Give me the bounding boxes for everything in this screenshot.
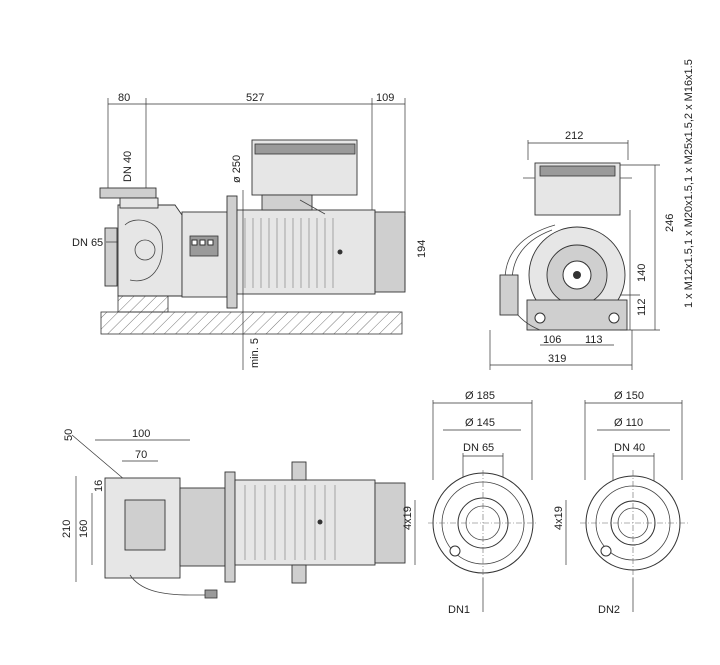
dn1-holes-dim: 4x19 [402, 506, 414, 530]
dim-100: 100 [132, 428, 150, 440]
dn1-bolt-circle-dim: Ø 145 [465, 417, 495, 429]
dn1-label: DN1 [448, 604, 470, 616]
dim-min-5: min. 5 [249, 338, 261, 368]
flange-dn2: Ø 150 Ø 110 DN 40 4x19 DN2 [553, 390, 688, 616]
motor-flange [226, 195, 238, 309]
base-plate [100, 311, 403, 335]
dn2-label: DN2 [598, 604, 620, 616]
dim-140: 140 [636, 264, 648, 282]
suction-flange [104, 227, 118, 287]
dim-112: 112 [636, 298, 648, 316]
dim-dn-40: DN 40 [122, 151, 134, 182]
dn2-bolt-circle-dim: Ø 110 [614, 417, 643, 429]
dn1-bore-dim: DN 65 [463, 442, 494, 454]
dim-50: 50 [63, 429, 75, 441]
dim-113: 113 [585, 334, 603, 346]
dim-527: 527 [246, 92, 264, 104]
dim-319: 319 [548, 353, 566, 365]
top-fan-cover [374, 482, 406, 564]
fan-cover [374, 211, 406, 293]
dim-246: 246 [664, 214, 676, 232]
pump-casing [117, 204, 183, 297]
flange-dn1: Ø 185 Ø 145 DN 65 4x19 DN1 [402, 390, 538, 616]
dim-diameter-250: ø 250 [231, 155, 243, 183]
cable-gland-note: 1 x M12x1.5,1 x M20x1.5,1 x M25x1.5,2 x … [683, 59, 695, 308]
dn1-outer-dim: Ø 185 [465, 390, 495, 402]
discharge-neck [119, 197, 159, 209]
top-view: 50 100 70 16 210 160 [61, 428, 406, 599]
motor-body [236, 209, 376, 295]
dim-160: 160 [78, 520, 90, 538]
dim-70: 70 [135, 449, 147, 461]
side-view: 80 527 109 [72, 92, 428, 370]
end-view: 212 246 140 112 106 113 319 1 x M1 [489, 59, 695, 370]
dn2-holes-dim: 4x19 [553, 506, 565, 530]
dn2-outer-dim: Ø 150 [614, 390, 644, 402]
discharge-flange [99, 187, 157, 199]
dim-80: 80 [118, 92, 130, 104]
dim-16: 16 [93, 480, 105, 492]
dim-210: 210 [61, 520, 73, 538]
dim-194: 194 [416, 240, 428, 258]
dim-212: 212 [565, 130, 583, 142]
dim-dn-65: DN 65 [72, 237, 103, 249]
pump-foot [117, 295, 169, 313]
dim-109: 109 [376, 92, 394, 104]
dim-106: 106 [543, 334, 561, 346]
dn2-bore-dim: DN 40 [614, 442, 645, 454]
